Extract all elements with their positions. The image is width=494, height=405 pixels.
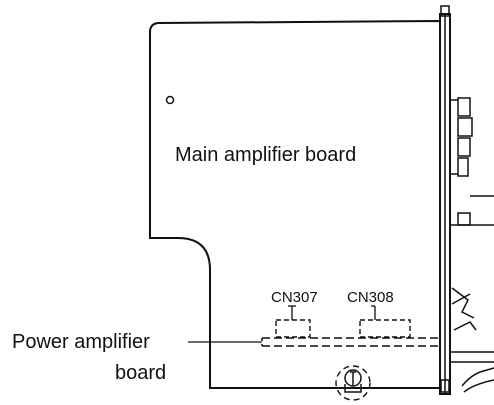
connector-leaders <box>288 305 376 320</box>
cn308-label: CN308 <box>347 289 394 306</box>
power-board-label-line1: Power amplifier <box>12 331 150 353</box>
panel-connectors <box>450 97 494 226</box>
main-board-label: Main amplifier board <box>175 144 356 166</box>
screw-detail <box>335 365 371 401</box>
front-panel <box>439 5 451 395</box>
cn307-label: CN307 <box>271 289 318 306</box>
power-board-label-line2: board <box>115 362 166 384</box>
cn307-connector <box>275 319 311 338</box>
cn308-connector <box>359 319 411 338</box>
mounting-hole <box>165 95 175 105</box>
power-board-outline <box>261 337 440 347</box>
cable-bracket <box>450 287 494 393</box>
main-board-outline <box>149 19 441 389</box>
